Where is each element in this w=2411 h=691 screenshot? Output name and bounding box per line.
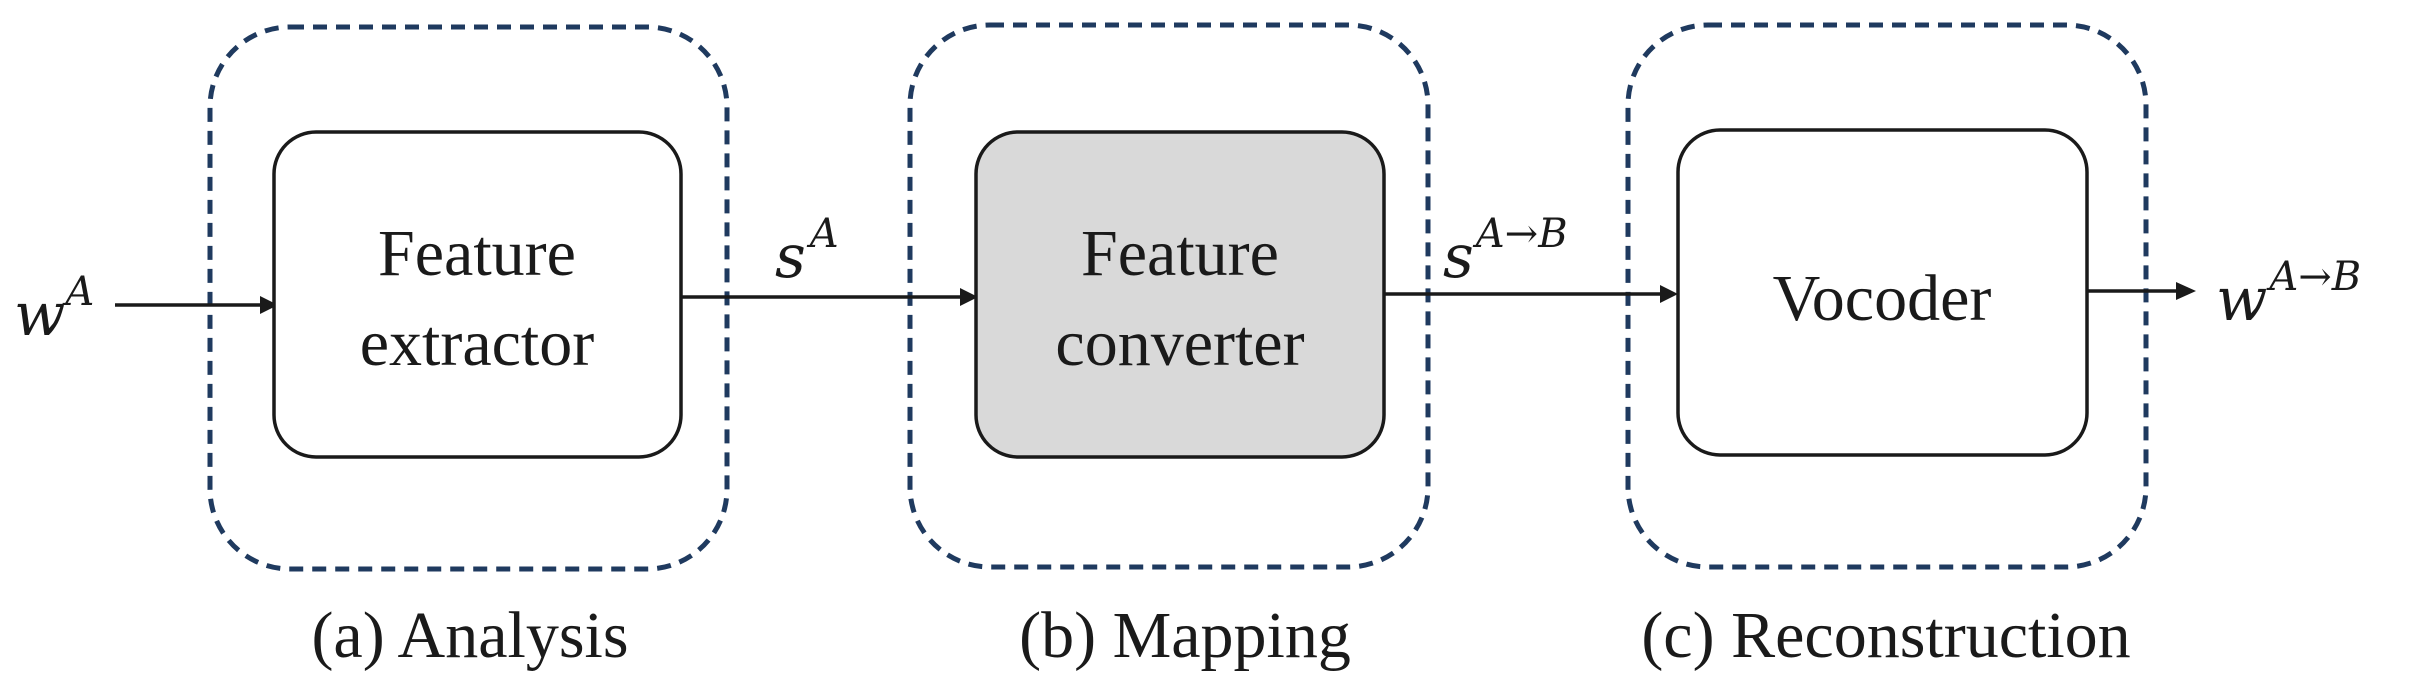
feature-converter-label-line1: Feature	[1081, 217, 1279, 290]
features-arrowhead	[960, 288, 978, 306]
feature-converter-label-line2: converter	[1055, 307, 1304, 380]
vocoder-label: Vocoder	[1773, 262, 1992, 335]
reconstruction-group	[1625, 22, 2149, 570]
analysis-caption: (a) Analysis	[311, 599, 628, 672]
input-arrowhead	[260, 296, 278, 314]
feature-extractor-block	[272, 130, 683, 459]
output-signal-label: wA→B	[2216, 254, 2361, 335]
feature-converter-block	[974, 130, 1386, 459]
feature-extractor-label-line2: extractor	[360, 307, 595, 380]
input-signal-label: wA	[14, 269, 94, 350]
converted-signal-label: sA→B	[1443, 211, 1568, 292]
mapping-caption: (b) Mapping	[1019, 599, 1351, 672]
reconstruction-caption: (c) Reconstruction	[1641, 599, 2130, 672]
vocoder-block	[1676, 128, 2089, 457]
output-arrowhead	[2176, 282, 2196, 300]
converted-arrowhead	[1660, 285, 1678, 303]
feature-extractor-label-line1: Feature	[378, 217, 576, 290]
